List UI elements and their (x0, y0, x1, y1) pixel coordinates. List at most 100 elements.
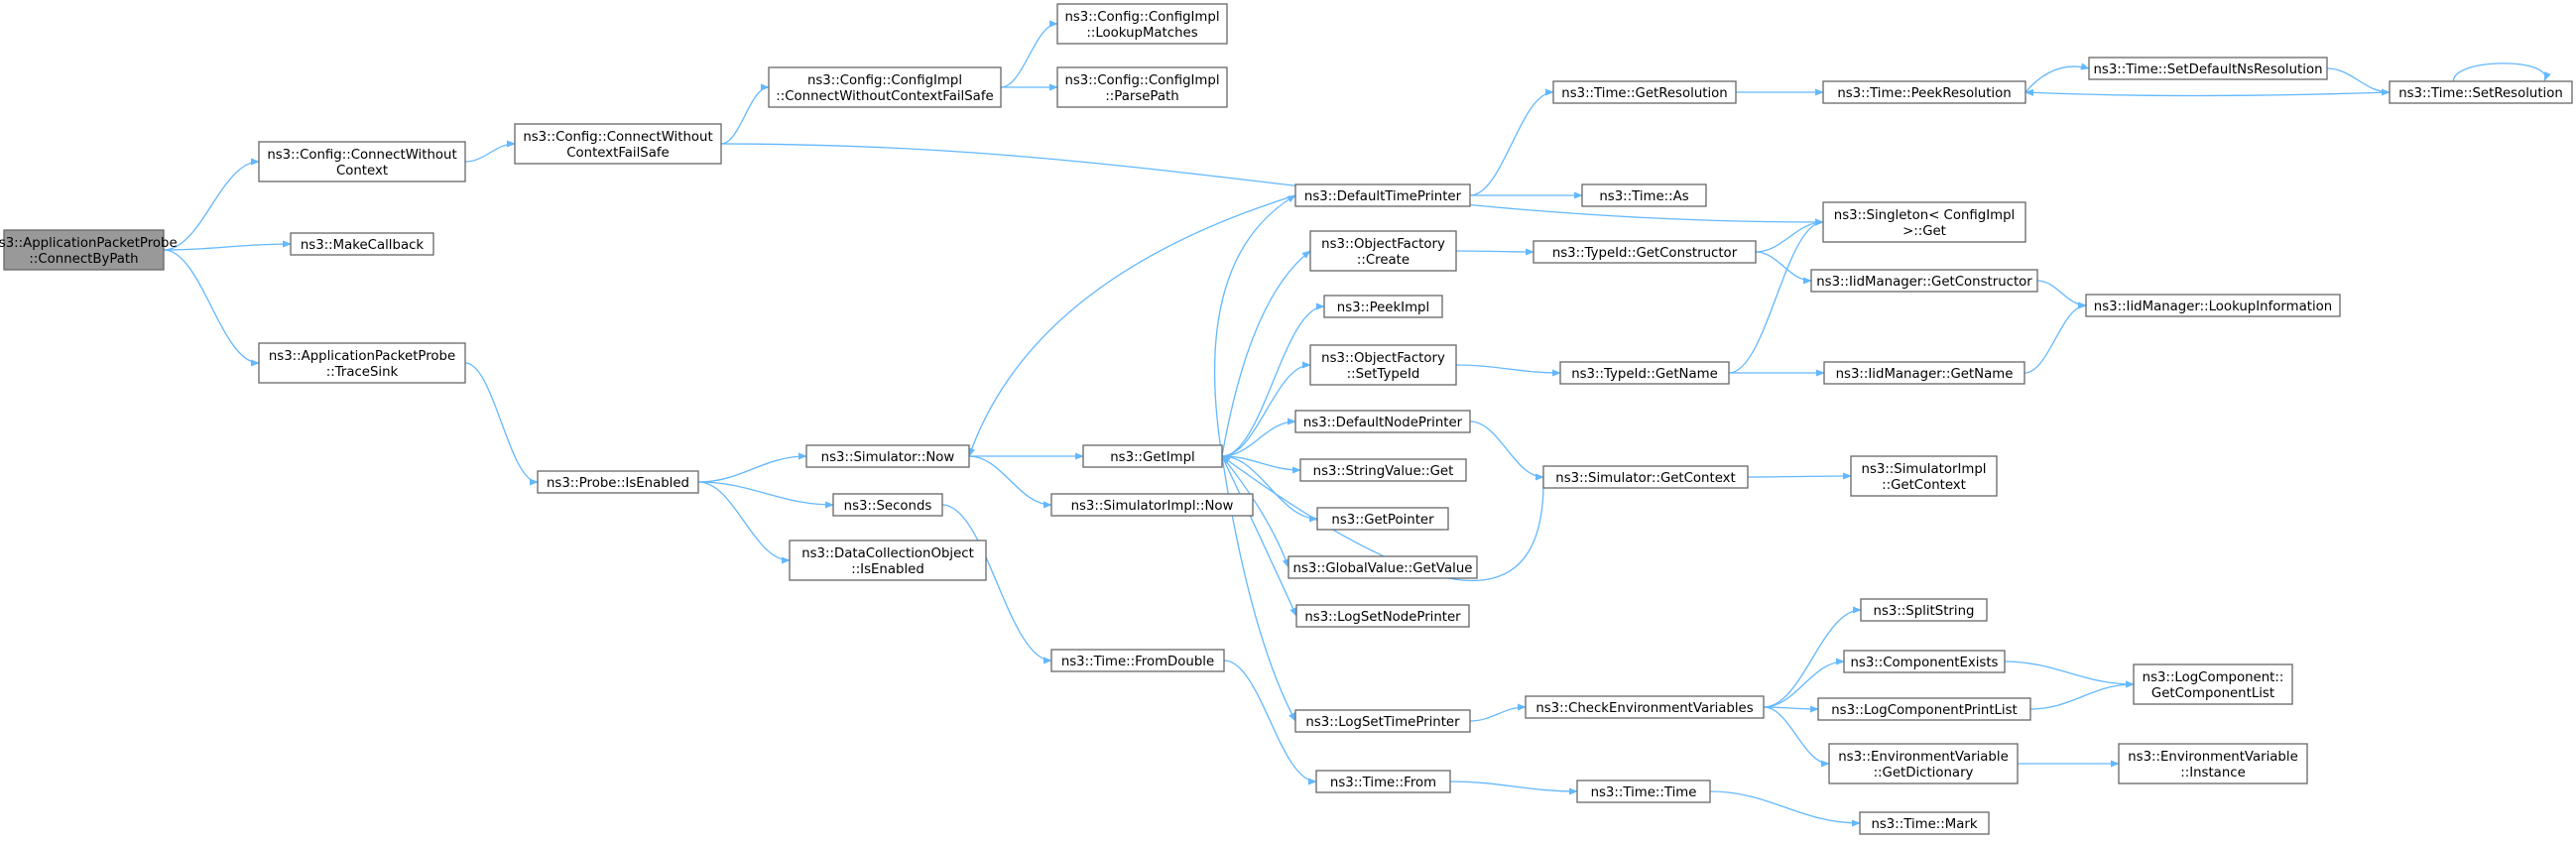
node-logSetTimePrinter[interactable]: ns3::LogSetTimePrinter (1294, 709, 1471, 733)
node-defNodePrinter[interactable]: ns3::DefaultNodePrinter (1294, 410, 1471, 433)
node-label: ns3::LogSetTimePrinter (1305, 715, 1460, 730)
node-box (1056, 66, 1228, 108)
node-box (2118, 743, 2308, 784)
node-box (1822, 80, 2026, 104)
edge-layer (163, 20, 2551, 827)
node-componentExists[interactable]: ns3::ComponentExists (1843, 650, 2006, 673)
node-timeFrom[interactable]: ns3::Time::From (1315, 770, 1451, 793)
node-root[interactable]: ns3::ApplicationPacketProbe::ConnectByPa… (0, 229, 178, 271)
node-label: GetComponentList (2151, 686, 2274, 701)
node-label: ns3::StringValue::Get (1313, 464, 1454, 479)
node-label: ns3::Config::ConfigImpl (1064, 10, 1219, 25)
node-label: ns3::Simulator::GetContext (1555, 471, 1735, 486)
node-parsePath[interactable]: ns3::Config::ConfigImpl::ParsePath (1056, 66, 1228, 108)
node-box (1309, 344, 1457, 386)
edge-defTimePrinter-to-getResolution (1469, 88, 1554, 196)
edge-checkEnv-to-envGetDictionary (1763, 706, 1830, 768)
node-peekImpl[interactable]: ns3::PeekImpl (1323, 295, 1443, 318)
node-iidLookupInfo[interactable]: ns3::IidManager::LookupInformation (2085, 294, 2341, 317)
node-box (2133, 663, 2293, 705)
node-implConnWCFS[interactable]: ns3::Config::ConfigImpl::ConnectWithoutC… (768, 66, 1002, 108)
node-box (258, 141, 466, 182)
edge-getImpl-to-defTimePrinter (1213, 194, 1296, 457)
node-label: ::ConnectByPath (29, 252, 138, 267)
node-label: ns3::Simulator::Now (821, 450, 955, 465)
node-label: ns3::Time::SetDefaultNsResolution (2093, 62, 2322, 77)
node-simNow[interactable]: ns3::Simulator::Now (805, 444, 970, 468)
node-fromDouble[interactable]: ns3::Time::FromDouble (1050, 649, 1225, 672)
edge-checkEnv-to-splitString (1763, 606, 1862, 708)
node-timeMark[interactable]: ns3::Time::Mark (1859, 811, 1990, 835)
edge-fromDouble-to-timeFrom (1223, 660, 1317, 785)
node-traceSink[interactable]: ns3::ApplicationPacketProbe::TraceSink (258, 342, 466, 384)
node-box (1050, 649, 1225, 672)
node-iidGetName[interactable]: ns3::IidManager::GetName (1823, 361, 2025, 385)
node-peekResolution[interactable]: ns3::Time::PeekResolution (1822, 80, 2026, 104)
edge-getImpl-to-ofCreate (1221, 250, 1311, 457)
node-iidGetConstructor[interactable]: ns3::IidManager::GetConstructor (1810, 269, 2038, 293)
node-seconds[interactable]: ns3::Seconds (832, 493, 943, 517)
node-simImplGetContext[interactable]: ns3::SimulatorImpl::GetContext (1850, 455, 1998, 497)
node-label: ::TraceSink (326, 365, 399, 380)
node-box (1533, 240, 1757, 264)
node-dcoEnabled[interactable]: ns3::DataCollectionObject::IsEnabled (789, 540, 987, 581)
node-makeCb[interactable]: ns3::MakeCallback (290, 232, 434, 256)
node-label: ns3::ComponentExists (1850, 656, 1998, 670)
node-gvGetValue[interactable]: ns3::GlobalValue::GetValue (1288, 555, 1478, 579)
node-probeEnabled[interactable]: ns3::Probe::IsEnabled (537, 470, 699, 494)
node-label: ns3::IidManager::GetName (1836, 367, 2014, 382)
node-label: ns3::Time::Mark (1871, 817, 1977, 832)
edge-root-to-makeCb (163, 240, 292, 251)
node-logCompGetList[interactable]: ns3::LogComponent::GetComponentList (2133, 663, 2293, 705)
node-logSetNodePrinter[interactable]: ns3::LogSetNodePrinter (1295, 604, 1470, 628)
node-box (832, 493, 943, 517)
node-strValGet[interactable]: ns3::StringValue::Get (1299, 458, 1467, 482)
node-label: >::Get (1902, 224, 1946, 239)
edge-ofSetTypeId-to-tidGetName (1455, 364, 1561, 377)
edge-setResolution-to-setResolution (2452, 62, 2551, 82)
node-splitString[interactable]: ns3::SplitString (1860, 598, 1988, 622)
edge-logSetTimePrinter-to-checkEnv (1469, 703, 1527, 722)
node-checkEnv[interactable]: ns3::CheckEnvironmentVariables (1525, 695, 1765, 719)
node-singletonGet[interactable]: ns3::Singleton< ConfigImpl >::Get (1822, 201, 2026, 243)
node-label: ns3::SimulatorImpl::Now (1071, 499, 1234, 514)
node-box (1294, 183, 1471, 207)
node-timeTime[interactable]: ns3::Time::Time (1576, 780, 1711, 803)
node-box (1850, 455, 1998, 497)
node-tidGetConstructor[interactable]: ns3::TypeId::GetConstructor (1533, 240, 1757, 264)
edge-seconds-to-fromDouble (941, 504, 1052, 664)
node-logCompPrintList[interactable]: ns3::LogComponentPrintList (1817, 697, 2031, 721)
node-cfgConnWCFS[interactable]: ns3::Config::ConnectWithoutContextFailSa… (514, 123, 722, 165)
node-getResolution[interactable]: ns3::Time::GetResolution (1552, 80, 1737, 104)
node-label: ns3::Time::PeekResolution (1837, 86, 2011, 101)
node-box (1843, 650, 2006, 673)
node-timeAs[interactable]: ns3::Time::As (1581, 183, 1707, 207)
node-box (1294, 709, 1471, 733)
node-box (1082, 444, 1223, 468)
node-ofCreate[interactable]: ns3::ObjectFactory::Create (1309, 230, 1457, 272)
node-tidGetName[interactable]: ns3::TypeId::GetName (1559, 361, 1730, 385)
edge-logCompPrintList-to-logCompGetList (2029, 680, 2135, 710)
node-label: ns3::CheckEnvironmentVariables (1535, 701, 1753, 716)
node-setDefaultNsRes[interactable]: ns3::Time::SetDefaultNsResolution (2088, 57, 2328, 80)
edge-peekResolution-to-setDefaultNsRes (2024, 62, 2090, 93)
node-label: ns3::Singleton< ConfigImpl (1834, 208, 2015, 223)
edge-defNodePrinter-to-simGetContext (1469, 420, 1544, 481)
node-getImpl[interactable]: ns3::GetImpl (1082, 444, 1223, 468)
node-defTimePrinter[interactable]: ns3::DefaultTimePrinter (1294, 183, 1471, 207)
node-simGetContext[interactable]: ns3::Simulator::GetContext (1542, 465, 1749, 489)
node-cfgConnWC[interactable]: ns3::Config::ConnectWithoutContext (258, 141, 466, 182)
node-lookupMatches[interactable]: ns3::Config::ConfigImpl::LookupMatches (1056, 3, 1228, 45)
node-label: ns3::Time::As (1599, 189, 1688, 204)
node-setResolution[interactable]: ns3::Time::SetResolution (2389, 80, 2573, 104)
node-envGetDictionary[interactable]: ns3::EnvironmentVariable::GetDictionary (1828, 743, 2019, 784)
node-envInstance[interactable]: ns3::EnvironmentVariable::Instance (2118, 743, 2308, 784)
node-box (805, 444, 970, 468)
node-getPointer[interactable]: ns3::GetPointer (1316, 507, 1449, 531)
node-ofSetTypeId[interactable]: ns3::ObjectFactory::SetTypeId (1309, 344, 1457, 386)
node-simImplNow[interactable]: ns3::SimulatorImpl::Now (1050, 493, 1254, 517)
node-label: ::LookupMatches (1086, 26, 1197, 41)
node-box (1859, 811, 1990, 835)
node-label: ns3::Seconds (844, 499, 932, 514)
node-box (1288, 555, 1478, 579)
